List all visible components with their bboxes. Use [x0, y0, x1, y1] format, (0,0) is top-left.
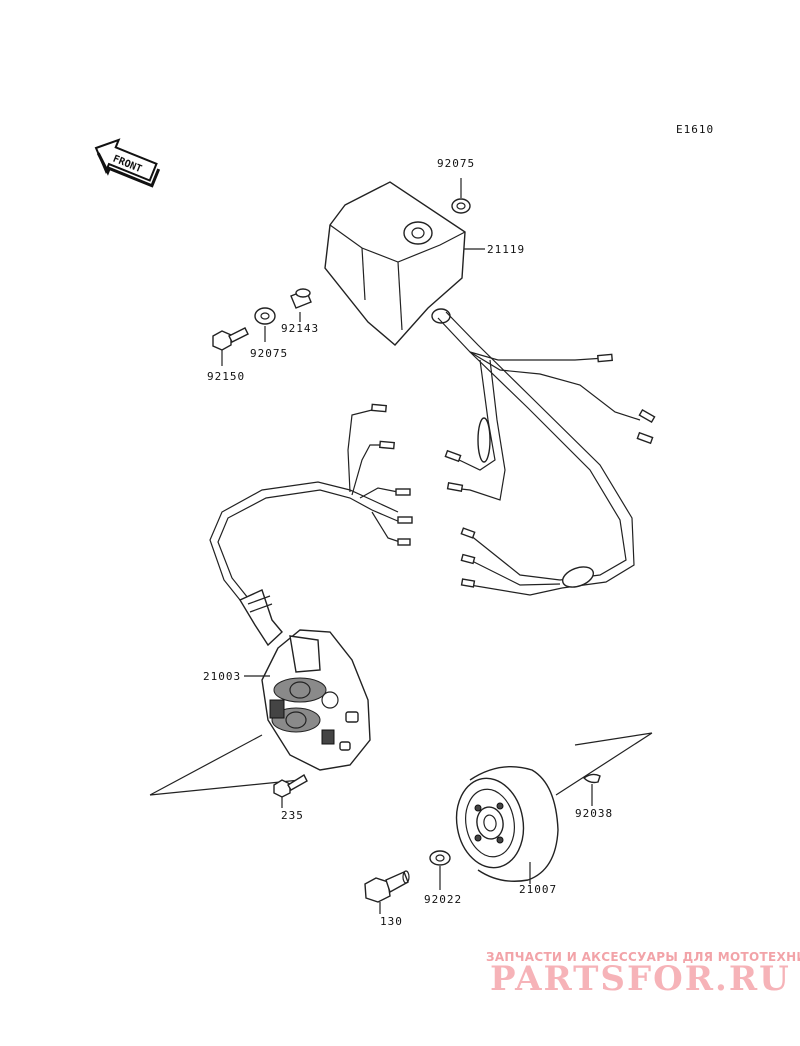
label-92022: 92022: [424, 893, 462, 906]
cdi-harness: [437, 311, 656, 596]
label-92143: 92143: [281, 322, 319, 335]
stator-harness: [209, 403, 413, 647]
label-92038: 92038: [575, 807, 613, 820]
label-21003: 21003: [203, 670, 241, 683]
label-130: 130: [380, 915, 403, 928]
label-92075-top: 92075: [437, 157, 475, 170]
bolt-92150: [212, 327, 249, 366]
label-21119: 21119: [487, 243, 525, 256]
label-92075-left: 92075: [250, 347, 288, 360]
label-21007: 21007: [519, 883, 557, 896]
label-235: 235: [281, 809, 304, 822]
front-arrow-icon: FRONT: [94, 138, 161, 188]
bolt-130: [364, 870, 410, 914]
flywheel-21007: [455, 765, 559, 884]
stator-21003: [261, 629, 371, 771]
spacer-92143: [290, 288, 312, 322]
watermark-tagline: ЗАПЧАСТИ И АКСЕССУАРЫ ДЛЯ МОТОТЕХНИКИ: [486, 950, 800, 964]
watermark-logo: PARTSFOR.RU: [490, 959, 791, 999]
washer-92022: [429, 850, 451, 890]
cdi-unit-21119: [324, 181, 466, 346]
screw-235: [273, 773, 308, 808]
grommet-92075-top: [451, 178, 471, 214]
key-92038: [582, 773, 601, 806]
diagram-code: E1610: [676, 123, 714, 136]
label-92150: 92150: [207, 370, 245, 383]
washer-92075-left: [254, 307, 276, 342]
